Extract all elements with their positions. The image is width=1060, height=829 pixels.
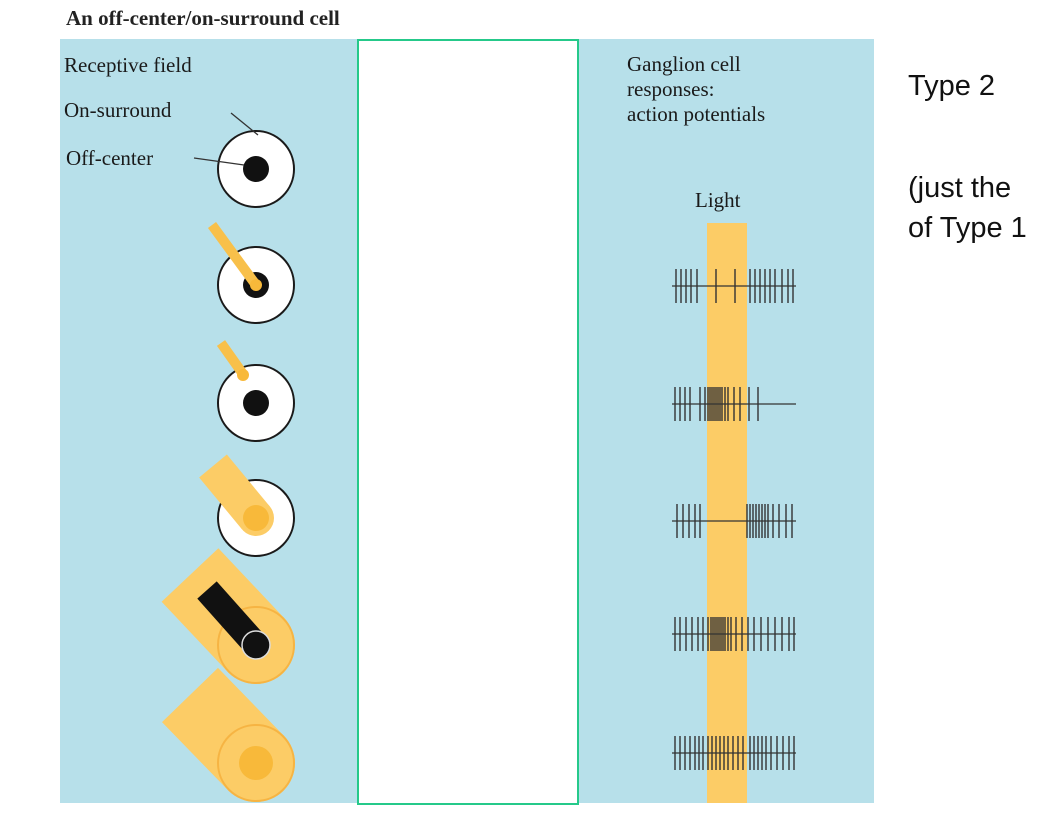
on-surround-label: On-surround <box>64 98 172 122</box>
right-heading-line-1: Ganglion cell <box>627 52 741 76</box>
receptive-field-diagrams <box>161 112 295 802</box>
side-note-line-1: Type 2 <box>908 70 996 102</box>
receptive-field-4 <box>199 454 295 557</box>
light-label: Light <box>695 188 741 212</box>
receptive-field-label: Receptive field <box>64 53 192 77</box>
receptive-field-6 <box>162 667 295 802</box>
spike-trains <box>672 269 796 770</box>
receptive-field-3 <box>216 340 295 442</box>
blank-answer-box <box>357 39 579 805</box>
right-heading-line-2: responses: <box>627 77 715 101</box>
receptive-field-2 <box>207 222 295 324</box>
receptive-field-5 <box>161 548 295 684</box>
side-note-line-2: (just the <box>908 172 1012 204</box>
side-note-line-3: of Type 1 <box>908 212 1027 244</box>
callout-line-surround <box>230 112 259 136</box>
light-bar <box>707 223 747 803</box>
receptive-field-1 <box>193 112 295 208</box>
off-center-label: Off-center <box>66 146 154 170</box>
callout-line-center <box>193 157 245 166</box>
figure-title: An off-center/on-surround cell <box>66 6 340 30</box>
right-heading-line-3: action potentials <box>627 102 766 126</box>
